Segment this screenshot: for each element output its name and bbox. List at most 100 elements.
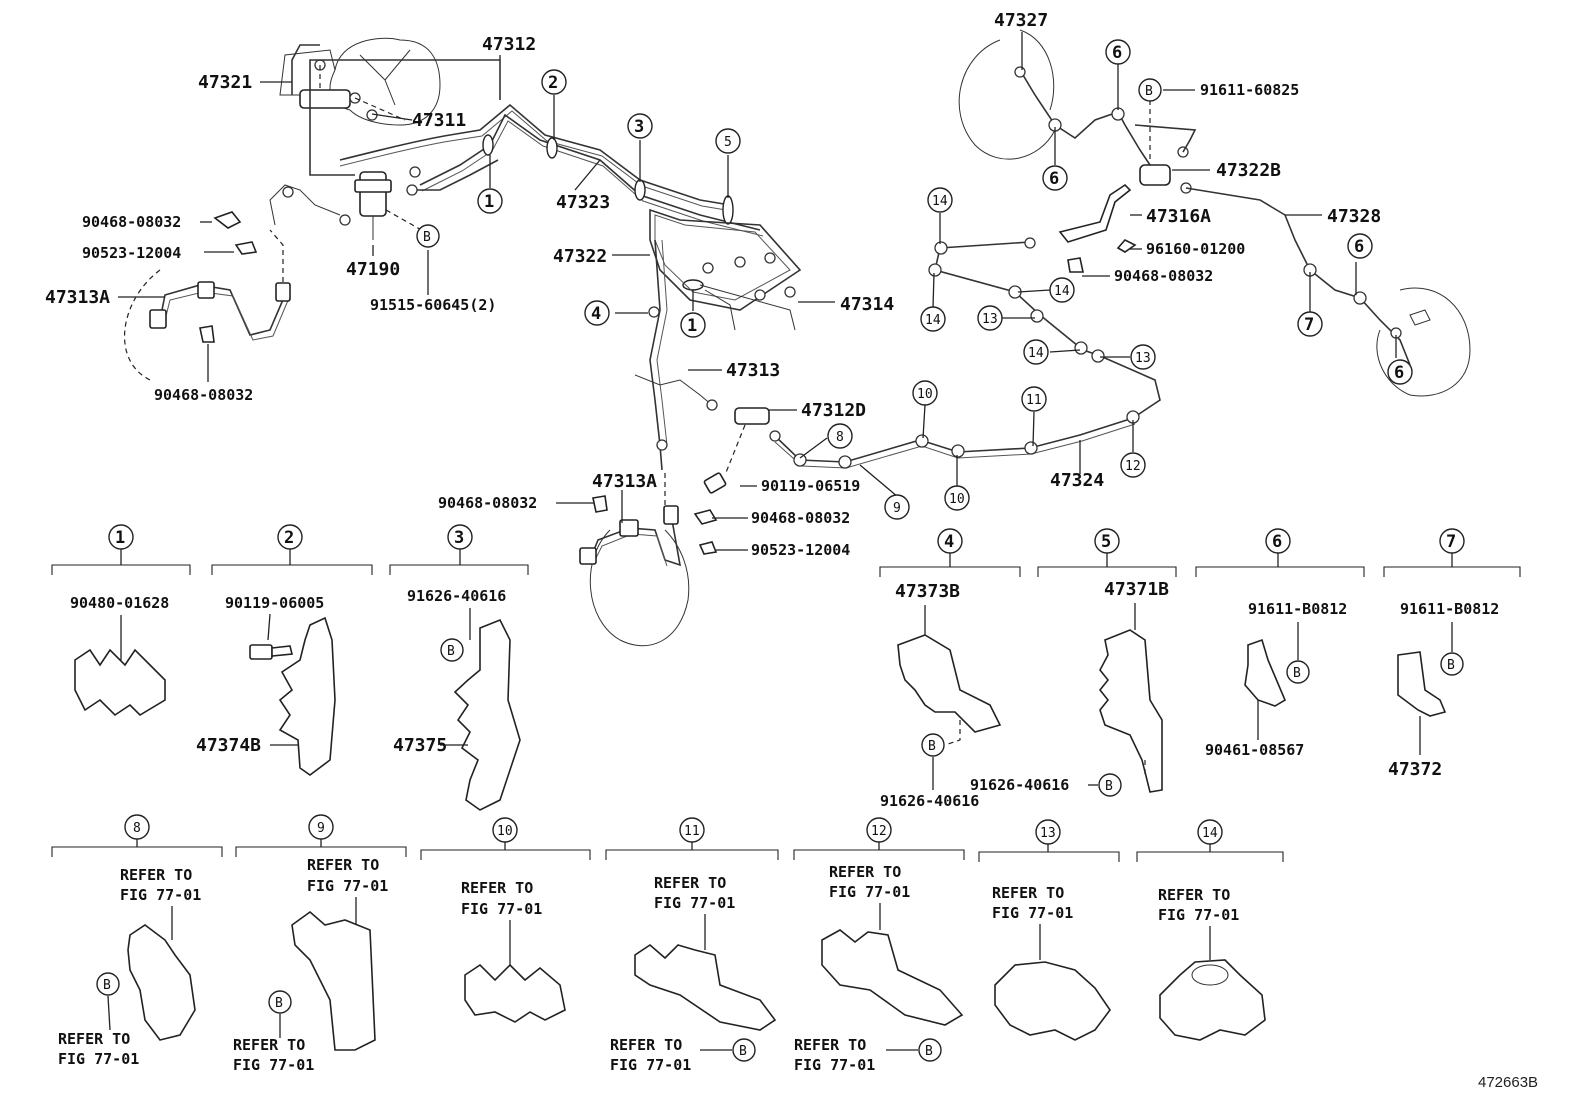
- callout-47312D: 47312D: [801, 400, 866, 421]
- callout-47322B: 47322B: [1216, 160, 1281, 181]
- group-7-clamp: 47372: [1388, 759, 1442, 780]
- marker-b: B: [1293, 666, 1301, 681]
- group-5-marker: 5: [1101, 532, 1111, 552]
- group-12-refer-line1: REFER TO: [829, 863, 901, 881]
- marker-14: 14: [1028, 346, 1044, 361]
- clip-detail-row-1: 1 90480-01628 2 90119-06005 47374B 3 916…: [51, 524, 1521, 811]
- group-5-screw: 91626-40616: [970, 776, 1069, 794]
- group-9-refer-b2: FIG 77-01: [233, 1056, 314, 1074]
- marker-10: 10: [917, 387, 933, 402]
- group-13-refer-line1: REFER TO: [992, 884, 1064, 902]
- main-brake-pipes: [291, 44, 764, 237]
- callout-90523-12004-middle: 90523-12004: [751, 541, 850, 559]
- group-6-marker: 6: [1272, 532, 1282, 552]
- group-11-refer-line2: FIG 77-01: [654, 894, 735, 912]
- marker-6: 6: [1394, 363, 1404, 383]
- marker-b: B: [103, 978, 111, 993]
- group-11-refer-line1: REFER TO: [654, 874, 726, 892]
- callout-47321: 47321: [198, 72, 252, 93]
- group-6-clamp: 90461-08567: [1205, 741, 1304, 759]
- marker-5: 5: [724, 135, 732, 150]
- group-2-clip: 47374B: [196, 735, 261, 756]
- group-3-part: 91626-40616: [407, 587, 506, 605]
- callout-47328: 47328: [1327, 206, 1381, 227]
- group-3-clip: 47375: [393, 735, 447, 756]
- marker-8: 8: [836, 430, 844, 445]
- callout-91611-60825: 91611-60825: [1200, 81, 1299, 99]
- callout-47190: 47190: [346, 259, 400, 280]
- callout-47324: 47324: [1050, 470, 1104, 491]
- marker-b: B: [1447, 658, 1455, 673]
- marker-14: 14: [925, 313, 941, 328]
- group-7-bolt: 91611-B0812: [1400, 600, 1499, 618]
- callout-47311: 47311: [412, 110, 466, 131]
- callout-47323: 47323: [556, 192, 610, 213]
- marker-11: 11: [1026, 393, 1042, 408]
- marker-b: B: [275, 996, 283, 1011]
- group-4-marker: 4: [944, 532, 954, 552]
- group-4-screw: 91626-40616: [880, 792, 979, 810]
- marker-6: 6: [1112, 43, 1122, 63]
- marker-2: 2: [548, 73, 558, 93]
- group-1-part: 90480-01628: [70, 594, 169, 612]
- callout-90468-08032-mm: 90468-08032: [438, 494, 537, 512]
- group-8-refer-line1: REFER TO: [120, 866, 192, 884]
- marker-4: 4: [591, 304, 601, 324]
- group-3-marker: 3: [454, 528, 464, 548]
- group-10-refer-line1: REFER TO: [461, 879, 533, 897]
- callout-90468-08032-left: 90468-08032: [82, 213, 181, 231]
- master-cylinder-assembly: [279, 37, 441, 126]
- group-4-clip: 47373B: [895, 581, 960, 602]
- group-8-refer-b1: REFER TO: [58, 1030, 130, 1048]
- callout-47313A-middle: 47313A: [592, 471, 657, 492]
- group-10-refer-line2: FIG 77-01: [461, 900, 542, 918]
- rear-left-brake: [958, 29, 1471, 397]
- marker-13: 13: [982, 312, 998, 327]
- marker-6: 6: [1354, 237, 1364, 257]
- group-8-refer-line2: FIG 77-01: [120, 886, 201, 904]
- front-left-wheel-hose: [124, 184, 341, 381]
- pipe-clip-markers: [482, 134, 734, 291]
- marker-b: B: [739, 1044, 747, 1059]
- group-9-refer-line1: REFER TO: [307, 856, 379, 874]
- group-8-marker: 8: [133, 821, 141, 836]
- callout-90468-08032-left-bottom: 90468-08032: [154, 386, 253, 404]
- group-13-marker: 13: [1040, 826, 1056, 841]
- marker-b: B: [1145, 84, 1153, 99]
- marker-b: B: [925, 1044, 933, 1059]
- group-14-marker: 14: [1202, 826, 1218, 841]
- callout-90468-08032-middle: 90468-08032: [751, 509, 850, 527]
- group-9-refer-b1: REFER TO: [233, 1036, 305, 1054]
- marker-12: 12: [1125, 459, 1141, 474]
- group-12-marker: 12: [871, 824, 887, 839]
- marker-14: 14: [932, 194, 948, 209]
- marker-b: B: [423, 230, 431, 245]
- front-right-wheel-hose: [579, 470, 718, 647]
- figure-code: 472663B: [1478, 1074, 1539, 1091]
- callout-47327: 47327: [994, 10, 1048, 31]
- group-7-marker: 7: [1446, 532, 1456, 552]
- marker-9: 9: [893, 501, 901, 516]
- proportioning-valve: [354, 171, 426, 240]
- part-callouts: 47327 91611-60825 47322B 47316A 47328 96…: [45, 10, 1381, 559]
- marker-14: 14: [1054, 284, 1070, 299]
- group-6-bolt: 91611-B0812: [1248, 600, 1347, 618]
- group-14-refer-line1: REFER TO: [1158, 886, 1230, 904]
- marker-b: B: [447, 644, 455, 659]
- callout-leaders: [118, 32, 1397, 551]
- callout-47314: 47314: [840, 294, 894, 315]
- group-9-marker: 9: [317, 821, 325, 836]
- callout-91515-60645: 91515-60645(2): [370, 296, 496, 314]
- group-14-refer-line2: FIG 77-01: [1158, 906, 1239, 924]
- group-2-marker: 2: [284, 528, 294, 548]
- circled-markers: 6 6 6 7 6 2 3 5 1 4 1 B B 14 14 14 13 14…: [416, 39, 1413, 520]
- group-12-refer-b2: FIG 77-01: [794, 1056, 875, 1074]
- marker-b: B: [928, 739, 936, 754]
- marker-10: 10: [949, 492, 965, 507]
- marker-7: 7: [1304, 315, 1314, 335]
- callout-47313: 47313: [726, 360, 780, 381]
- clip-detail-row-2: 8 REFER TO FIG 77-01 B REFER TO FIG 77-0…: [51, 814, 1284, 1074]
- group-12-refer-line2: FIG 77-01: [829, 883, 910, 901]
- callout-90119-06519: 90119-06519: [761, 477, 860, 495]
- callout-47313A-left: 47313A: [45, 287, 110, 308]
